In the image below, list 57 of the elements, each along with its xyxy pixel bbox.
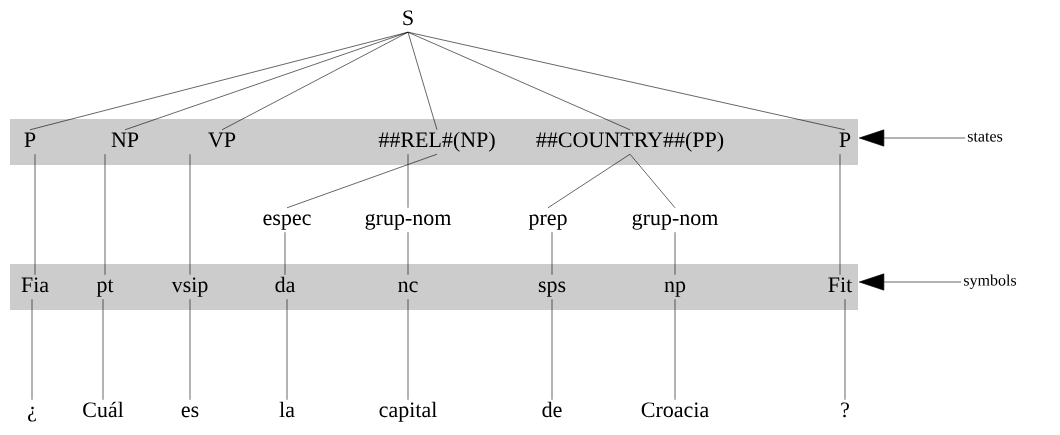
arrow (858, 129, 966, 147)
tree-label: vsip (171, 277, 208, 297)
tree-branch (839, 153, 841, 276)
tree-label: np (664, 281, 686, 297)
tree-label: es (181, 406, 199, 418)
tree-branch (104, 153, 106, 276)
tree-label: ¿ (28, 406, 36, 422)
tree-branch (407, 31, 631, 131)
tree-label: sps (538, 281, 566, 297)
tree-label: P (839, 132, 851, 147)
tree-branch (629, 153, 676, 209)
tree-label: VP (208, 132, 236, 148)
tree-branch (34, 153, 36, 276)
tree-label: nc (398, 281, 418, 293)
tree-branch (551, 231, 553, 276)
tree-branch (221, 31, 409, 131)
tree-branch (189, 298, 191, 401)
tree-branch (189, 153, 191, 276)
tree-label: NP (111, 132, 139, 147)
tree-label: Fit (828, 277, 853, 293)
tree-label: de (542, 401, 562, 418)
tree-branch (124, 31, 409, 131)
tree-branch (407, 231, 409, 276)
arrow (858, 273, 962, 291)
tree-label: pt (96, 279, 114, 297)
tree-branch (674, 231, 676, 276)
tree-label: grup-nom (632, 213, 719, 230)
side-label: symbols (964, 274, 1017, 289)
tree-label: la (279, 401, 295, 418)
tree-branch (407, 153, 409, 209)
tree-label: espec (263, 214, 311, 230)
tree-label: Fia (21, 277, 49, 293)
tree-label: ? (841, 402, 849, 418)
tree-branch (551, 298, 553, 401)
tree-branch (31, 298, 33, 401)
tree-label: S (403, 10, 413, 26)
tree-label: capital (379, 401, 437, 422)
tree-label: ##REL#(NP) (378, 131, 495, 152)
tree-branch (407, 298, 409, 401)
side-label: states (967, 132, 1003, 142)
tree-label: ##COUNTRY##(PP) (536, 131, 724, 152)
tree-label: P (24, 132, 36, 147)
tree-branch (547, 153, 631, 209)
tree-branch (286, 153, 438, 209)
tree-branch (674, 298, 676, 401)
tree-branch (844, 298, 846, 401)
tree-label: Croacia (641, 402, 709, 418)
tree-branch (284, 231, 286, 276)
tree-branch (407, 31, 846, 131)
tree-label: prep (528, 214, 567, 230)
shaded-band (10, 264, 858, 310)
shaded-band (10, 119, 858, 165)
tree-label: grup-nom (365, 213, 452, 230)
tree-label: da (275, 276, 296, 293)
tree-branch (102, 298, 104, 401)
tree-branch (286, 298, 288, 401)
tree-label: Cuál (83, 401, 124, 418)
